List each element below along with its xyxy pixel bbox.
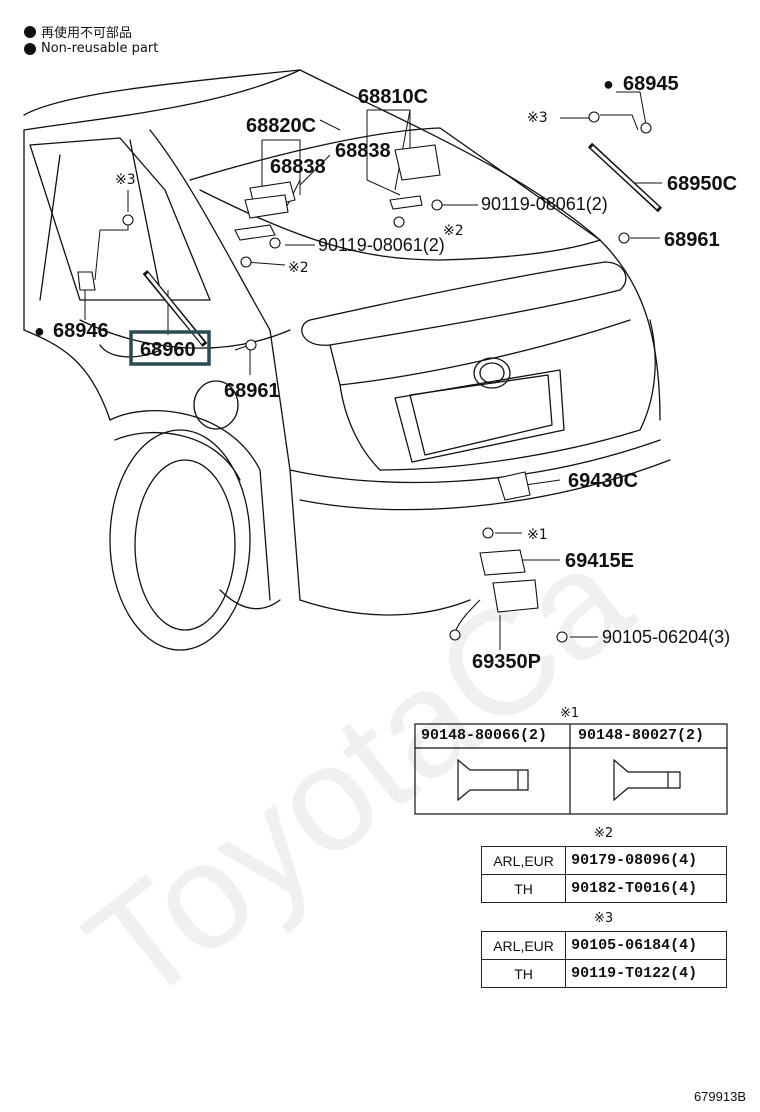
part-labels: ● 68945 68810C 68820C 68838 68838 68950C… xyxy=(34,73,737,673)
part-label-68838-a: 68838 xyxy=(335,140,391,162)
table-row: ARL,EUR 90105-06184(4) xyxy=(480,931,727,960)
part-label-68810c: 68810C xyxy=(358,86,428,108)
screw-icon xyxy=(482,527,494,539)
part-label-68838-b: 68838 xyxy=(270,156,326,178)
part-label-68946: 68946 xyxy=(53,320,109,342)
mark-note2-right: ※2 xyxy=(443,223,464,239)
part-label-90119-mid: 90119-08061(2) xyxy=(318,235,445,255)
bolt-icon xyxy=(618,232,630,244)
bolt-icon xyxy=(393,216,405,228)
mark-note3-left: ※3 xyxy=(115,172,136,188)
part-cell: 90179-08096(4) xyxy=(565,846,727,875)
component-shapes xyxy=(77,111,663,643)
region-cell: ARL,EUR xyxy=(480,931,567,960)
table2-note: ※2 xyxy=(594,826,614,841)
part-label-68961-right: 68961 xyxy=(664,229,720,251)
table2: ARL,EUR 90179-08096(4) TH 90182-T0016(4) xyxy=(480,846,727,903)
part-label-68960: 68960 xyxy=(140,339,196,361)
part-label-69430c: 69430C xyxy=(568,470,638,492)
bolt-icon xyxy=(431,199,443,211)
part-label-68820c: 68820C xyxy=(246,115,316,137)
part-label-69415e: 69415E xyxy=(565,550,634,572)
legend-en-text: Non-reusable part xyxy=(41,41,159,56)
part-cell: 90105-06184(4) xyxy=(565,931,727,960)
region-cell: ARL,EUR xyxy=(480,846,567,875)
mark-note2-mid: ※2 xyxy=(288,260,309,276)
note-marks: ※3 ※3 ※2 ※2 ※1 xyxy=(115,110,548,543)
table3: ARL,EUR 90105-06184(4) TH 90119-T0122(4) xyxy=(480,931,727,988)
car-body-outline xyxy=(23,69,671,651)
part-label-90105: 90105-06204(3) xyxy=(602,627,730,647)
legend-non-reusable-en: Non-reusable part xyxy=(24,41,158,56)
bolt-icon xyxy=(269,237,281,249)
table-row: TH 90119-T0122(4) xyxy=(480,959,727,988)
table1-note: ※1 xyxy=(560,706,580,721)
legend-jp-text: 再使用不可部品 xyxy=(41,26,133,41)
table1-col2: 90148-80027(2) xyxy=(578,727,705,744)
figure-code: 679913B xyxy=(693,1089,746,1104)
screw-90148-80027-shape xyxy=(613,758,681,802)
part-label-90119-right: 90119-08061(2) xyxy=(481,194,608,214)
bolt-icon xyxy=(245,339,257,351)
bullet-icon: ● xyxy=(34,321,45,341)
bullet-icon xyxy=(24,42,36,55)
bolt-icon xyxy=(122,214,134,226)
mark-note1: ※1 xyxy=(527,527,548,543)
part-label-68945: 68945 xyxy=(623,73,679,95)
part-cell: 90182-T0016(4) xyxy=(565,874,727,903)
bolt-icon xyxy=(588,111,600,123)
hinge-right-shape xyxy=(394,144,441,181)
table-row: ARL,EUR 90179-08096(4) xyxy=(480,846,727,875)
highlight-box-68960[interactable] xyxy=(129,330,211,366)
region-cell: TH xyxy=(480,874,567,903)
part-cell: 90119-T0122(4) xyxy=(565,959,727,988)
table-row: TH 90182-T0016(4) xyxy=(480,874,727,903)
bolt-icon xyxy=(240,256,252,268)
screw-90148-80066-shape xyxy=(457,758,529,802)
bullet-icon xyxy=(24,25,36,38)
part-label-68961-left: 68961 xyxy=(224,380,280,402)
table1-frame xyxy=(414,723,728,815)
part-label-68950c: 68950C xyxy=(667,173,737,195)
bolt-icon xyxy=(556,631,568,643)
table3-note: ※3 xyxy=(594,911,614,926)
table1-col1: 90148-80066(2) xyxy=(421,727,548,744)
bullet-icon: ● xyxy=(603,74,614,94)
region-cell: TH xyxy=(480,959,567,988)
mark-note3-top: ※3 xyxy=(527,110,548,126)
legend-non-reusable-jp: 再使用不可部品 xyxy=(24,22,132,41)
part-label-69350p: 69350P xyxy=(472,651,541,673)
